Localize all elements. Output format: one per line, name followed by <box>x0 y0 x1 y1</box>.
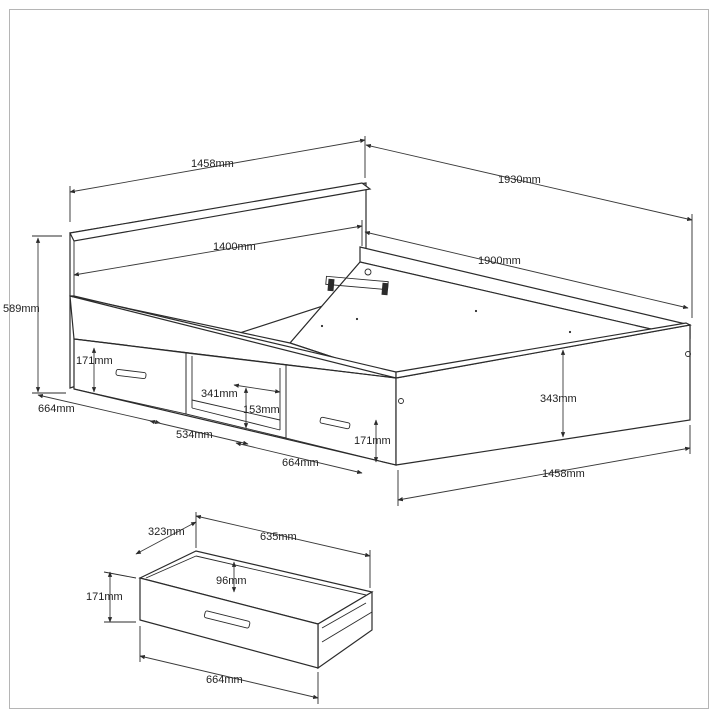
label-niche-height: 153mm <box>243 404 280 416</box>
handle-icon <box>203 610 251 629</box>
label-left-drawer-height: 171mm <box>76 355 113 367</box>
label-side-height: 343mm <box>540 393 577 405</box>
label-right-drawer-height: 171mm <box>354 435 391 447</box>
label-drawer-length: 635mm <box>260 531 297 543</box>
label-drawer-width: 664mm <box>206 674 243 686</box>
label-total-height: 589mm <box>3 303 40 315</box>
drawer-detail <box>138 550 374 670</box>
label-inner-width: 1400mm <box>213 241 256 253</box>
label-drawer-inner-height: 96mm <box>216 575 247 587</box>
label-niche-width: 341mm <box>201 388 238 400</box>
footboard-top <box>395 322 692 379</box>
image-frame <box>9 9 709 709</box>
label-drawer-depth: 323mm <box>148 526 185 538</box>
label-bed-top-width: 1458mm <box>191 158 234 170</box>
label-bed-front-width: 1458mm <box>542 468 585 480</box>
right-drawer <box>285 364 397 466</box>
handle-icon <box>319 416 351 430</box>
bed-frame <box>69 182 692 466</box>
label-niche-span: 534mm <box>176 429 213 441</box>
label-right-drawer-width: 664mm <box>282 457 319 469</box>
dimension-labels: 1458mm 1930mm 1400mm 1900mm 589mm 171mm … <box>3 158 585 686</box>
label-inner-length: 1900mm <box>478 255 521 267</box>
bed-dimension-lines <box>32 136 693 506</box>
drawer-dimension-lines <box>103 512 371 704</box>
label-left-drawer-width: 664mm <box>38 403 75 415</box>
handle-icon <box>115 368 147 380</box>
label-drawer-height: 171mm <box>86 591 123 603</box>
label-bed-length: 1930mm <box>498 174 541 186</box>
